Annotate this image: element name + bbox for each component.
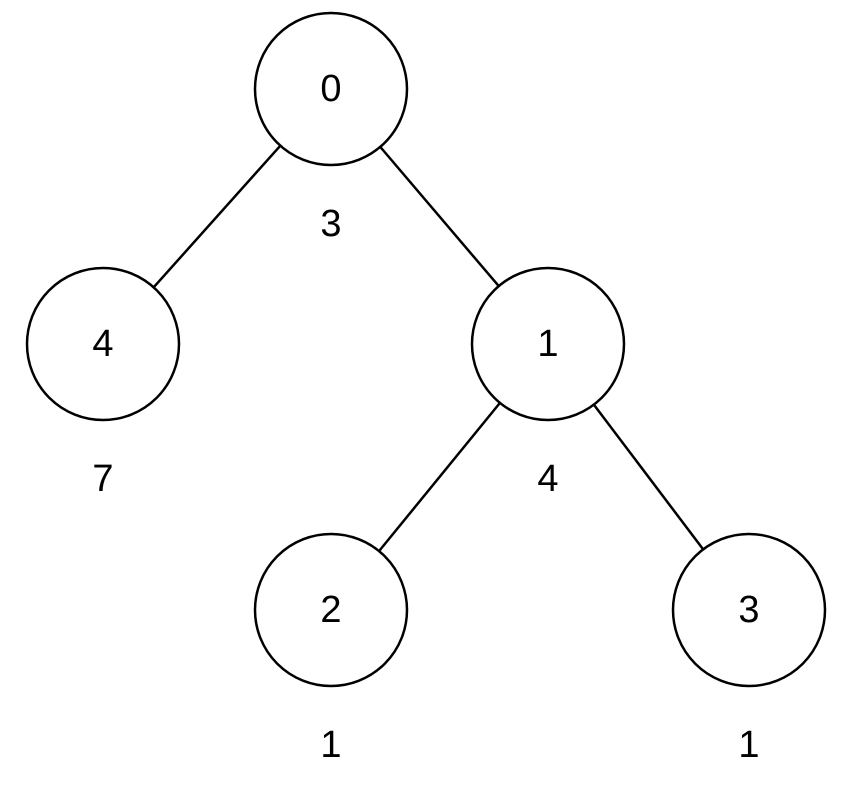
node-circle: [25, 266, 181, 422]
tree-node: 4: [25, 266, 181, 422]
node-label: 0: [320, 68, 341, 110]
tree-node: 3: [671, 532, 827, 688]
node-circle: [253, 532, 409, 688]
node-circle: [470, 266, 626, 422]
tree-node: 0: [253, 11, 409, 167]
node-circle: [253, 11, 409, 167]
node-value-label: 3: [320, 203, 341, 245]
node-value-label: 7: [92, 458, 113, 500]
tree-edge: [378, 402, 501, 552]
nodes-layer: 0 4 1 2 3: [25, 11, 827, 688]
values-layer: 3 7 4 1 1: [92, 203, 759, 766]
node-label: 4: [92, 323, 113, 365]
node-label: 2: [320, 589, 341, 631]
tree-edge: [152, 144, 282, 289]
node-value-label: 1: [320, 724, 341, 766]
node-label: 1: [537, 323, 558, 365]
node-value-label: 4: [537, 458, 558, 500]
tree-edge: [379, 146, 500, 287]
node-value-label: 1: [738, 724, 759, 766]
tree-node: 1: [470, 266, 626, 422]
edges-layer: [152, 144, 705, 552]
tree-edge: [592, 403, 705, 551]
tree-node: 2: [253, 532, 409, 688]
node-label: 3: [738, 589, 759, 631]
node-circle: [671, 532, 827, 688]
